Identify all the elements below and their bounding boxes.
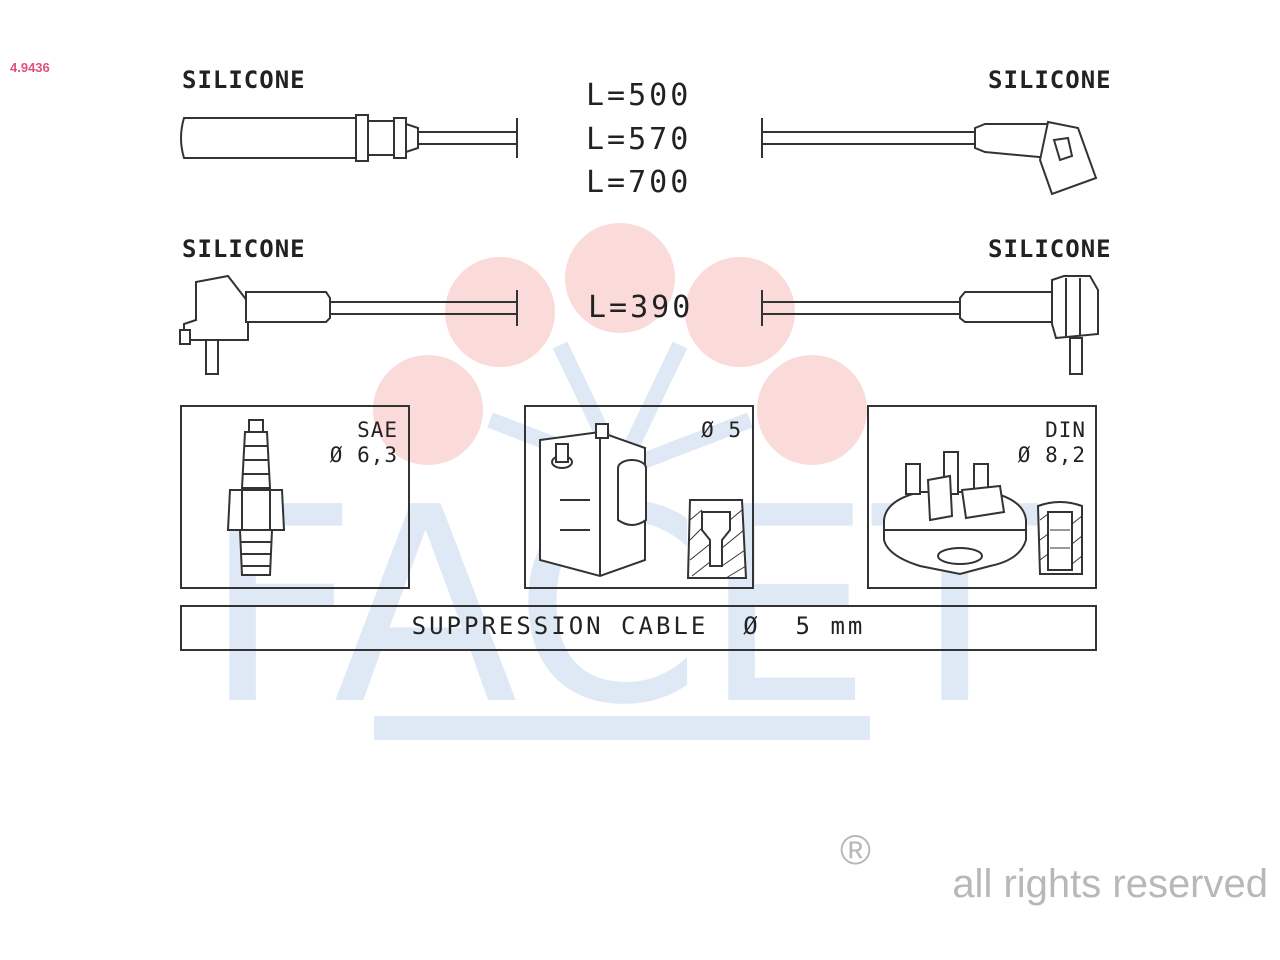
length-label-1: L=500 bbox=[586, 78, 692, 113]
distributor-terminal-section-icon bbox=[1036, 501, 1083, 575]
bottom-left-material-label: SILICONE bbox=[182, 235, 306, 263]
distributor-spec: DIN Ø 8,2 bbox=[986, 418, 1086, 468]
straight-plug-boot bbox=[180, 114, 518, 162]
coil-spec: Ø 5 bbox=[650, 418, 742, 443]
part-number: 4.9436 bbox=[10, 60, 50, 75]
spark-plug-spec: SAE Ø 6,3 bbox=[300, 418, 398, 468]
angled-plug-boot bbox=[761, 118, 1098, 196]
bottom-right-material-label: SILICONE bbox=[988, 235, 1112, 263]
spark-plug-icon bbox=[226, 419, 286, 576]
distributor-diameter: Ø 8,2 bbox=[1017, 443, 1086, 467]
coil-box bbox=[524, 405, 754, 589]
cable-spec-text: SUPPRESSION CABLE Ø 5 mm bbox=[411, 612, 866, 640]
distributor-box bbox=[867, 405, 1097, 589]
distributor-cap-icon bbox=[883, 451, 1027, 576]
registered-mark: ® bbox=[840, 826, 871, 873]
coil-elbow-boot bbox=[179, 274, 518, 375]
top-left-material-label: SILICONE bbox=[182, 66, 306, 94]
logo-underline bbox=[374, 716, 870, 740]
top-right-material-label: SILICONE bbox=[988, 66, 1112, 94]
coil-terminal-section-icon bbox=[686, 499, 748, 579]
length-label-bottom: L=390 bbox=[588, 290, 694, 325]
logo-dots bbox=[373, 223, 867, 465]
coil-diameter: Ø 5 bbox=[701, 418, 742, 442]
spark-plug-diameter: Ø 6,3 bbox=[329, 443, 398, 467]
cable-spec-banner bbox=[180, 605, 1097, 651]
length-label-2: L=570 bbox=[586, 122, 692, 157]
spark-plug-standard: SAE bbox=[357, 418, 398, 442]
distributor-elbow-boot bbox=[761, 275, 1099, 375]
distributor-standard: DIN bbox=[1045, 418, 1086, 442]
length-label-3: L=700 bbox=[586, 165, 692, 200]
spark-plug-box bbox=[180, 405, 410, 589]
copyright-notice: all rights reserved bbox=[952, 862, 1268, 906]
ignition-coil-icon bbox=[539, 423, 647, 578]
